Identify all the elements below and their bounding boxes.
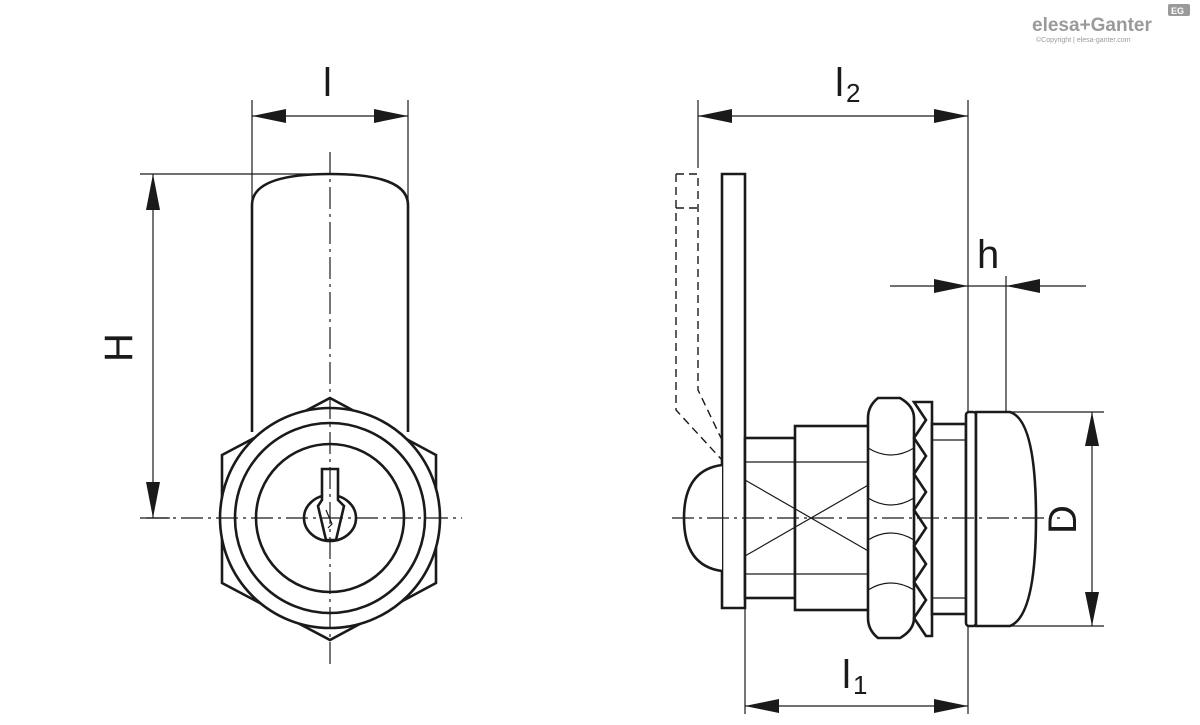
lock-washer <box>911 400 934 638</box>
arrowhead-icon <box>934 699 968 713</box>
arrowhead-icon <box>374 109 408 123</box>
alt-cam-inner <box>675 174 723 461</box>
logo-badge: EG <box>1171 6 1184 16</box>
arrowhead-icon <box>745 699 779 713</box>
arrowhead-icon <box>252 109 286 123</box>
side-l1-subscript: 1 <box>853 670 867 700</box>
side-l2-label: l <box>835 61 844 105</box>
side-D-label: D <box>1041 505 1085 534</box>
arrowhead-icon <box>146 174 160 210</box>
head-dome <box>974 410 1038 628</box>
logo-badge-icon <box>1168 4 1190 16</box>
cam-plate <box>720 172 747 610</box>
alt-cam-outer <box>676 173 723 441</box>
nut-facet-4 <box>867 582 915 591</box>
side-l1-label: l <box>842 653 851 697</box>
arrowhead-icon <box>698 109 732 123</box>
front-width-label: l <box>323 61 332 105</box>
nut-facet-2 <box>867 497 915 506</box>
arrowhead-icon <box>146 482 160 518</box>
side-view: l 2 h D l 1 <box>672 61 1104 714</box>
logo-copyright: ©Copyright | elesa-ganter.com <box>1036 36 1131 44</box>
side-h-label: h <box>977 233 999 277</box>
brand-logo: elesa+Ganter EG ©Copyright | elesa-gante… <box>1032 4 1190 44</box>
nut-facet-1 <box>867 447 915 456</box>
square-section-cross-b <box>744 479 878 557</box>
arrowhead-icon <box>934 109 968 123</box>
front-view: l H <box>97 61 462 668</box>
front-height-label: H <box>97 333 141 362</box>
logo-text: elesa+Ganter <box>1032 15 1152 36</box>
side-l2-subscript: 2 <box>846 78 860 108</box>
arrowhead-icon <box>1006 279 1040 293</box>
head-flange <box>964 410 978 628</box>
arrowhead-icon <box>1085 412 1099 446</box>
key-slot-detail <box>325 509 333 529</box>
nut-facet-3 <box>867 532 915 541</box>
arrowhead-icon <box>1085 592 1099 626</box>
arrowhead-icon <box>934 279 968 293</box>
key-slot-icon <box>316 467 346 542</box>
thread-section <box>930 422 968 616</box>
